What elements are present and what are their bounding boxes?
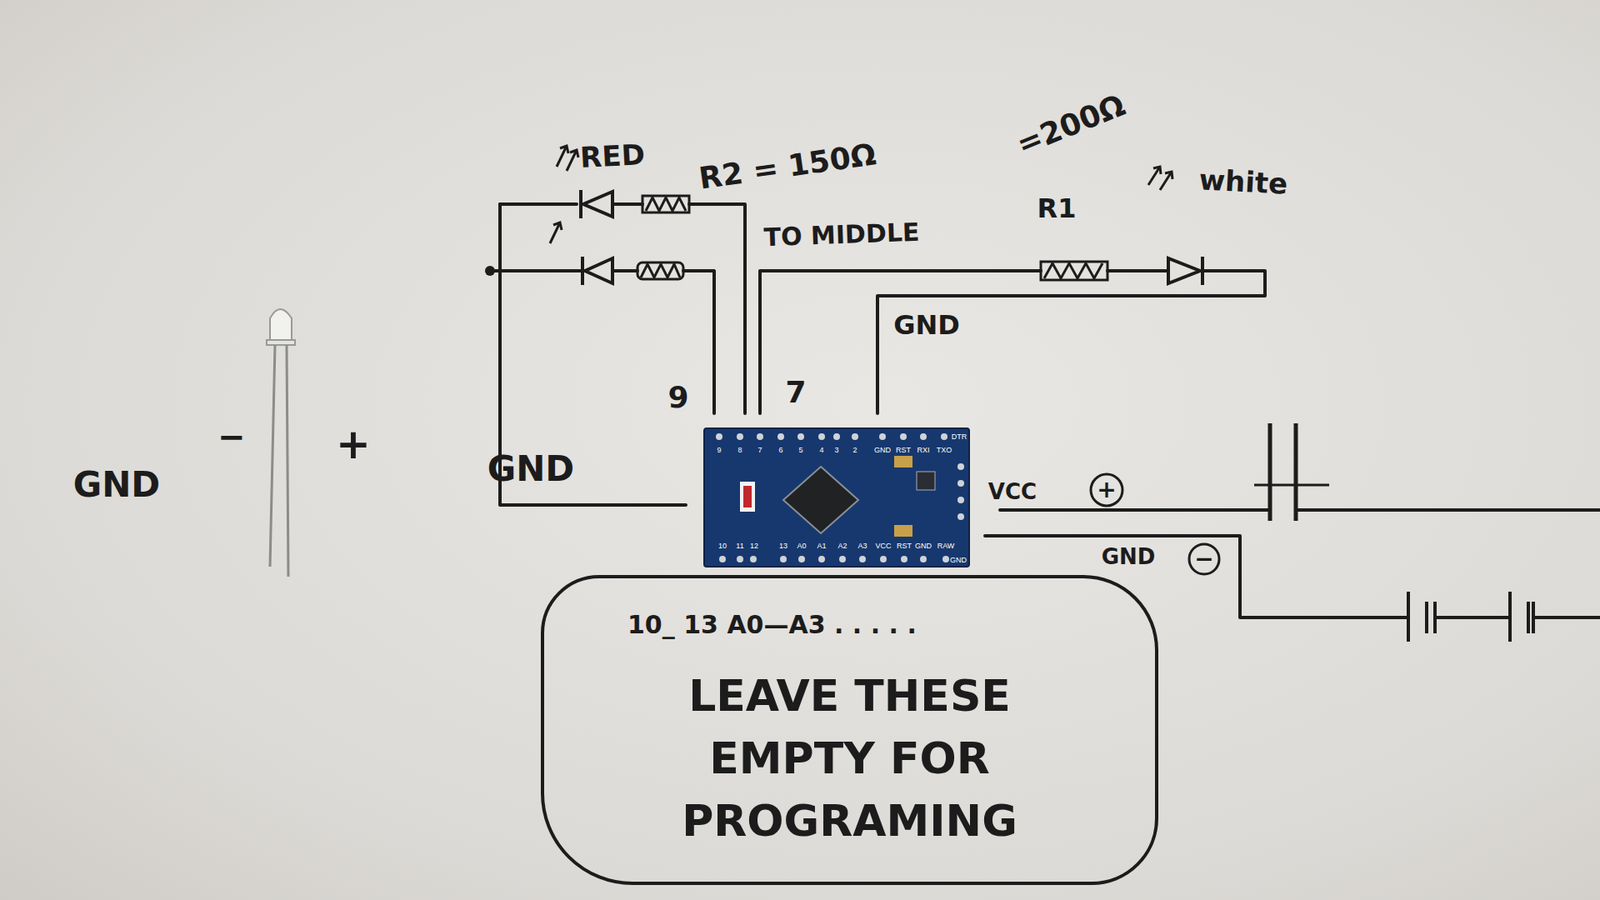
resistor-symbol: [637, 195, 1108, 280]
pin-label: 12: [750, 542, 759, 550]
polarity-circle: [1189, 544, 1220, 575]
annotation-label: R1: [1037, 195, 1077, 222]
pin-label: 5: [798, 446, 803, 455]
pin-label: 7: [757, 446, 762, 455]
annotation-label: −: [1194, 547, 1214, 571]
pin-label: A1: [816, 542, 826, 550]
annotation-label: white: [1198, 165, 1289, 199]
wire: [490, 270, 715, 414]
annotation-label: 9: [667, 382, 689, 413]
pin-label: DTR: [951, 433, 968, 441]
pin-label: 6: [778, 446, 783, 455]
pin-label: 13: [779, 542, 788, 550]
pin-label: GND: [950, 556, 967, 565]
wire: [500, 204, 745, 414]
pin-label: A2: [837, 542, 847, 550]
arduino-board: [704, 428, 970, 567]
pin-label: GND: [915, 542, 932, 550]
annotation-label: RED: [579, 140, 645, 172]
annotation-label: =200Ω: [1012, 90, 1130, 160]
annotation-label: TO MIDDLE: [763, 220, 920, 251]
pin-list: 10_ 13 A0—A3 . . . . .: [627, 606, 917, 644]
annotation-label: 7: [785, 377, 806, 408]
pin-label: 3: [834, 446, 839, 455]
pin-label: TXO: [936, 446, 953, 455]
pin-label: RST: [896, 542, 912, 550]
capacitor-symbol: [1254, 423, 1330, 521]
annotation-label: −: [217, 420, 246, 454]
pin-label: RST: [895, 446, 911, 455]
annotation-label: GND: [1101, 545, 1156, 568]
pin-label: A3: [857, 542, 867, 550]
annotation-label: GND: [487, 451, 575, 487]
polarity-circle: [1090, 474, 1123, 506]
pin-label: A0: [796, 542, 806, 550]
led-symbol: [580, 190, 1203, 285]
led-illustration: [266, 309, 295, 577]
annotation-label: GND: [893, 311, 960, 339]
note-region: 10_ 13 A0—A3 . . . . . LEAVE THESE EMPTY …: [540, 575, 1159, 885]
pin-label: VCC: [875, 542, 891, 550]
annotation-label: +: [335, 423, 371, 465]
annotation-label: +: [1096, 478, 1116, 502]
vcc-wire: [1000, 508, 1600, 512]
junction-dot: [485, 265, 495, 276]
wire: [760, 270, 1265, 414]
pin-label: 2: [852, 446, 857, 455]
annotation-label: R2 = 150Ω: [697, 139, 879, 194]
pin-label: 11: [735, 542, 744, 550]
pin-label: 10: [718, 542, 727, 550]
annotation-label: GND: [73, 467, 161, 503]
note-text: LEAVE THESE EMPTY FOR PROGRAMING: [603, 665, 1096, 854]
pin-label: 4: [819, 446, 824, 455]
pin-label: 9: [716, 446, 721, 455]
pin-label: RXI: [916, 446, 930, 455]
pin-label: 8: [737, 446, 742, 455]
pin-label: GND: [874, 446, 891, 455]
pin-label: RAW: [937, 542, 955, 550]
annotation-label: VCC: [988, 480, 1037, 503]
battery-symbol: [1408, 591, 1534, 642]
